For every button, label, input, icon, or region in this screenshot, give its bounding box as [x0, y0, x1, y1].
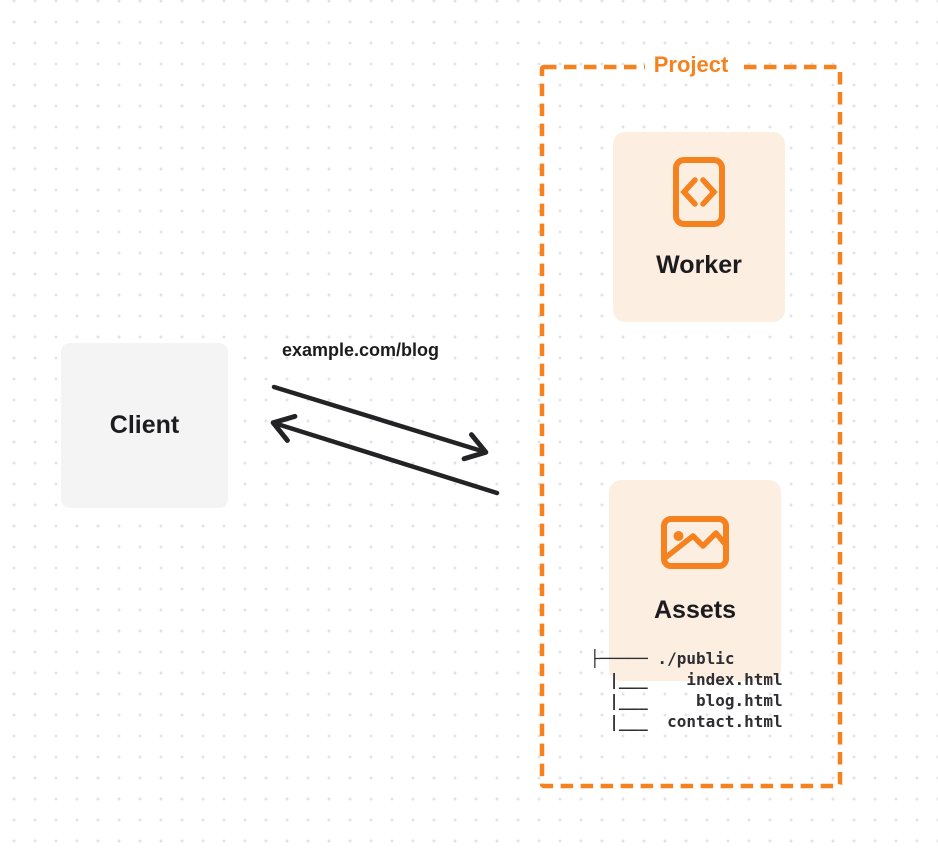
assets-label: Assets — [654, 596, 736, 624]
request-arrow — [271, 384, 489, 462]
code-document-icon — [673, 157, 725, 227]
image-icon — [661, 516, 729, 569]
worker-card: Worker — [613, 132, 785, 322]
assets-file-tree: ├───── ./public |___ index.html |___ blo… — [590, 649, 783, 731]
response-arrow — [270, 413, 500, 496]
client-label: Client — [109, 411, 180, 439]
assets-card: Assets — [609, 480, 781, 681]
request-url-label: example.com/blog — [282, 340, 440, 360]
worker-label: Worker — [656, 251, 742, 279]
client-box: Client — [61, 343, 228, 508]
